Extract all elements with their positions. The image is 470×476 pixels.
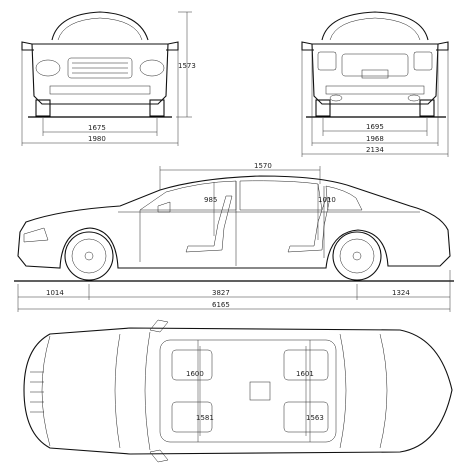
side-view-car-outline xyxy=(14,175,454,282)
top-view: 1600 1601 1581 1563 xyxy=(23,319,453,463)
front-height-label: 1573 xyxy=(178,62,196,70)
rear-headroom-label: 1010 xyxy=(318,196,336,204)
rear-hip-width-label: 1563 xyxy=(306,414,324,422)
wheelbase-label: 3827 xyxy=(212,289,230,297)
top-view-car-outline xyxy=(23,319,453,463)
rear-shoulder-width-label: 1601 xyxy=(296,370,314,378)
front-view: 1573 1675 1980 xyxy=(21,11,196,146)
front-view-car-outline xyxy=(21,11,179,118)
rear-track-width-label: 1695 xyxy=(366,123,384,131)
front-hip-width-label: 1581 xyxy=(196,414,214,422)
front-headroom-label: 985 xyxy=(204,196,217,204)
rear-overhang-label: 1324 xyxy=(392,289,410,297)
side-view: 1570 985 1010 1014 3827 1324 6165 xyxy=(14,162,454,312)
overall-length-label: 6165 xyxy=(212,301,230,309)
rear-view-car-outline xyxy=(301,11,449,118)
front-overhang-label: 1014 xyxy=(46,289,64,297)
rear-mirror-width-label: 2134 xyxy=(366,146,384,154)
rear-body-width-label: 1968 xyxy=(366,135,384,143)
rear-view: 1695 1968 2134 xyxy=(301,11,449,157)
roof-length-label: 1570 xyxy=(254,162,272,170)
front-width-label: 1980 xyxy=(88,135,106,143)
front-shoulder-width-label: 1600 xyxy=(186,370,204,378)
front-track-width-label: 1675 xyxy=(88,124,106,132)
